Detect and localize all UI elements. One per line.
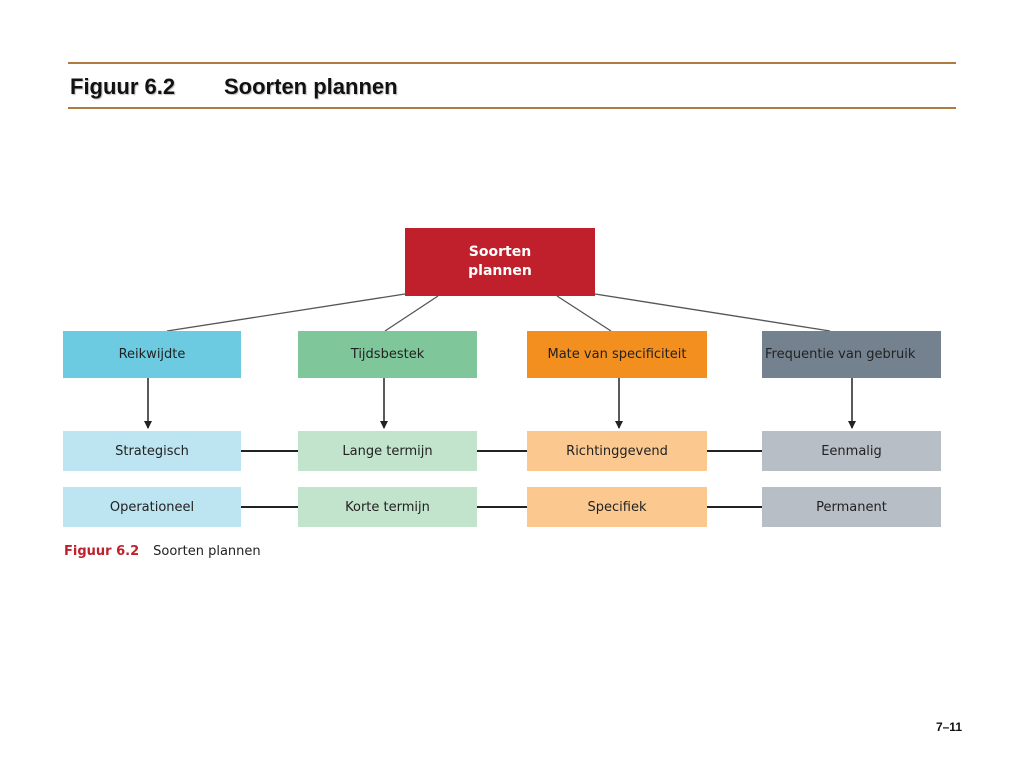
subtype-label: Permanent xyxy=(816,499,887,515)
slide-title-text: Soorten plannen xyxy=(224,74,398,99)
connector-root-to-reikwijdte xyxy=(166,293,406,332)
root-box-soorten-plannen: Soorten plannen xyxy=(405,228,595,296)
connector-root-to-specificiteit xyxy=(556,295,612,332)
subtype-label: Specifiek xyxy=(587,499,647,515)
caption-text: Soorten plannen xyxy=(153,544,261,559)
root-label-line2: plannen xyxy=(468,263,532,279)
title-rule-top xyxy=(68,62,956,64)
slide-figure-number: Figuur 6.2 xyxy=(70,74,176,99)
subtype-box-eenmalig: Eenmalig xyxy=(762,431,941,471)
connector-root-to-frequentie xyxy=(594,293,831,332)
category-label: Tijdsbestek xyxy=(350,347,425,362)
subtype-label: Korte termijn xyxy=(345,499,430,515)
category-box-mate-van-specificiteit: Mate van specificiteit xyxy=(527,331,707,378)
subtype-label: Eenmalig xyxy=(821,443,882,459)
subtype-box-lange-termijn: Lange termijn xyxy=(298,431,477,471)
subtype-box-specifiek: Specifiek xyxy=(527,487,707,527)
category-box-reikwijdte: Reikwijdte xyxy=(63,331,241,378)
caption-figure-number: Figuur 6.2 xyxy=(64,544,140,559)
figure-caption: Figuur 6.2 Soorten plannen xyxy=(64,542,261,562)
subtype-box-richtinggevend: Richtinggevend xyxy=(527,431,707,471)
subtype-label: Richtinggevend xyxy=(566,443,668,459)
subtype-label: Lange termijn xyxy=(342,443,433,459)
root-label-line1: Soorten xyxy=(468,244,532,260)
subtype-box-operationeel: Operationeel xyxy=(63,487,241,527)
category-label: Reikwijdte xyxy=(118,347,186,362)
title-rule-bottom xyxy=(68,107,956,109)
subtype-label: Operationeel xyxy=(109,499,195,515)
page-number: 7–11 xyxy=(935,720,962,734)
category-label: Mate van specificiteit xyxy=(547,347,687,362)
category-label: Frequentie van gebruik xyxy=(765,347,916,362)
category-box-frequentie-van-gebruik: Frequentie van gebruik xyxy=(762,331,941,378)
connector-root-to-tijdsbestek xyxy=(384,295,439,332)
subtype-box-korte-termijn: Korte termijn xyxy=(298,487,477,527)
subtype-label: Strategisch xyxy=(115,443,189,459)
slide-title: Figuur 6.2 Soorten plannen xyxy=(70,72,398,102)
subtype-box-strategisch: Strategisch xyxy=(63,431,241,471)
category-box-tijdsbestek: Tijdsbestek xyxy=(298,331,477,378)
subtype-box-permanent: Permanent xyxy=(762,487,941,527)
